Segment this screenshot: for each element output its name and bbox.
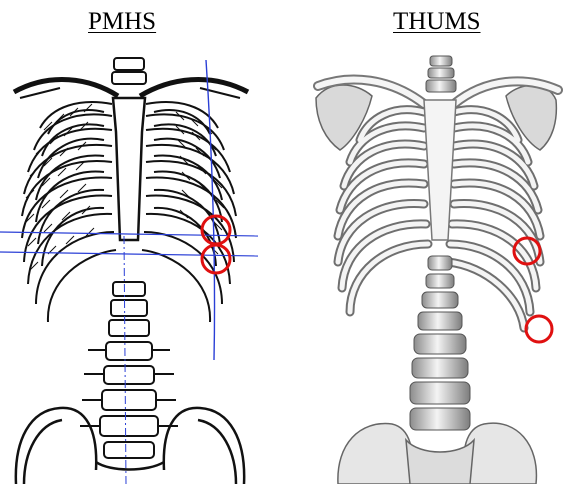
pmhs-ribcage-drawing [14, 58, 248, 484]
thums-ribcage-rendering [316, 56, 558, 484]
thums-marker-lower [526, 316, 552, 342]
